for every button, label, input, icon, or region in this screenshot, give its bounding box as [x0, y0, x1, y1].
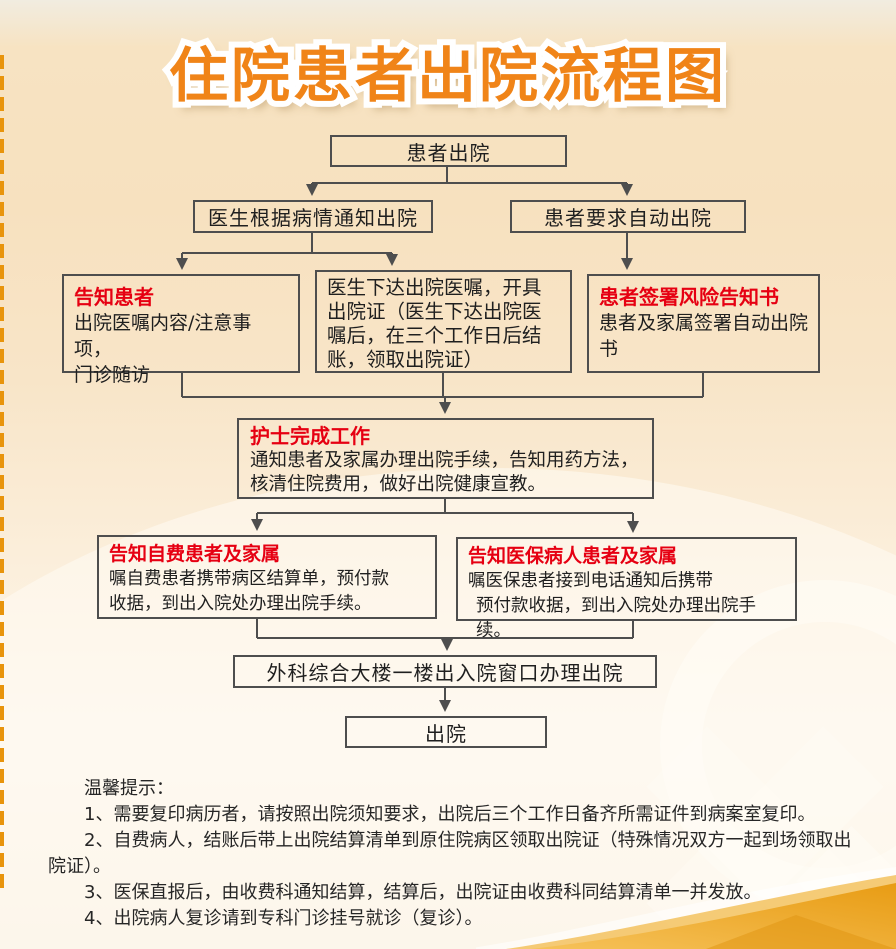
- node-body-line: 嘱后，在三个工作日后结: [327, 324, 542, 347]
- node-doctor-order: 医生下达出院医嘱，开具 出院证（医生下达出院医 嘱后，在三个工作日后结 账，领取…: [315, 270, 572, 373]
- tip-item-3: 3、医保直报后，由收费科通知结算，结算后，出院证由收费科同结算清单一并发放。: [84, 882, 762, 903]
- node-body-line: 书: [599, 338, 619, 360]
- tips-section: 温馨提示： 1、需要复印病历者，请按照出院须知要求，出院后三个工作日备齐所需证件…: [48, 776, 858, 932]
- node-nurse-work: 护士完成工作 通知患者及家属办理出院手续，告知用药方法， 核清住院费用，做好出院…: [237, 418, 654, 499]
- node-patient-discharge: 患者出院: [330, 135, 567, 167]
- tip-item-2: 2、自费病人，结账后带上出院结算清单到原住院病区领取出院证（特殊情况双方一起到场…: [48, 830, 852, 877]
- tips-heading: 温馨提示：: [84, 778, 174, 799]
- page-title-text: 住院患者出院流程图: [168, 41, 727, 110]
- node-body-line: 出院医嘱内容/注意事项，: [74, 312, 252, 360]
- gold-swoosh-decoration: [476, 867, 896, 949]
- node-doctor-notify-discharge: 医生根据病情通知出院: [193, 200, 433, 233]
- node-body: 嘱医保患者接到电话通知后携带 预付款收据，到出入院处办理出院手续。: [468, 569, 785, 644]
- node-body-line: 嘱自费患者携带病区结算单，预付款: [109, 569, 389, 589]
- node-label: 出院: [425, 721, 467, 746]
- node-label: 医生根据病情通知出院: [208, 206, 418, 230]
- node-body: 嘱自费患者携带病区结算单，预付款 收据，到出入院处办理出院手续。: [109, 567, 425, 617]
- node-title: 护士完成工作: [250, 424, 370, 448]
- node-title: 告知医保病人患者及家属: [468, 545, 678, 567]
- node-inform-patient: 告知患者 出院医嘱内容/注意事项， 门诊随访: [62, 274, 300, 386]
- node-body-line: 账，领取出院证）: [327, 348, 484, 371]
- node-title: 告知自费患者及家属: [109, 543, 281, 565]
- node-label: 患者出院: [406, 140, 491, 165]
- node-body: 患者及家属签署自动出院 书: [599, 310, 808, 362]
- tip-item-1: 1、需要复印病历者，请按照出院须知要求，出院后三个工作日备齐所需证件到病案室复印…: [84, 804, 816, 825]
- node-body: 通知患者及家属办理出院手续，告知用药方法， 核清住院费用，做好出院健康宣教。: [250, 449, 641, 497]
- node-patient-request-discharge: 患者要求自动出院: [510, 200, 746, 233]
- node-body: 出院医嘱内容/注意事项， 门诊随访: [74, 310, 288, 388]
- node-body: 医生下达出院医嘱，开具 出院证（医生下达出院医 嘱后，在三个工作日后结 账，领取…: [327, 276, 560, 372]
- node-body-line: 医生下达出院医嘱，开具: [327, 276, 542, 299]
- tip-item-4: 4、出院病人复诊请到专科门诊挂号就诊（复诊）。: [84, 908, 483, 929]
- node-body-line: 出院证（医生下达出院医: [327, 300, 542, 323]
- page-title: 住院患者出院流程图 住院患者出院流程图: [0, 37, 896, 114]
- node-body-line: 预付款收据，到出入院处办理出院手续。: [476, 596, 756, 641]
- node-title: 告知患者: [74, 285, 154, 309]
- node-risk-notice: 患者签署风险告知书 患者及家属签署自动出院 书: [587, 274, 820, 373]
- node-body-line: 门诊随访: [74, 364, 151, 386]
- node-body-line: 通知患者及家属办理出院手续，告知用药方法，: [250, 450, 639, 471]
- node-discharge-window: 外科综合大楼一楼出入院窗口办理出院: [233, 655, 657, 688]
- node-body-line: 收据，到出入院处办理出院手续。: [109, 594, 372, 614]
- node-title: 患者签署风险告知书: [599, 285, 779, 309]
- node-body-line: 嘱医保患者接到电话通知后携带: [468, 571, 713, 591]
- node-self-pay-patient: 告知自费患者及家属 嘱自费患者携带病区结算单，预付款 收据，到出入院处办理出院手…: [97, 535, 437, 619]
- node-medicare-patient: 告知医保病人患者及家属 嘱医保患者接到电话通知后携带 预付款收据，到出入院处办理…: [456, 537, 797, 641]
- node-label: 外科综合大楼一楼出入院窗口办理出院: [266, 661, 624, 685]
- page-title-outline: 住院患者出院流程图: [163, 37, 730, 114]
- node-label: 患者要求自动出院: [544, 206, 712, 230]
- left-dashed-edge-decoration: [0, 55, 4, 893]
- node-body-line: 核清住院费用，做好出院健康宣教。: [250, 474, 547, 495]
- node-final-discharge: 出院: [345, 716, 547, 748]
- node-body-line: 患者及家属签署自动出院: [599, 312, 809, 334]
